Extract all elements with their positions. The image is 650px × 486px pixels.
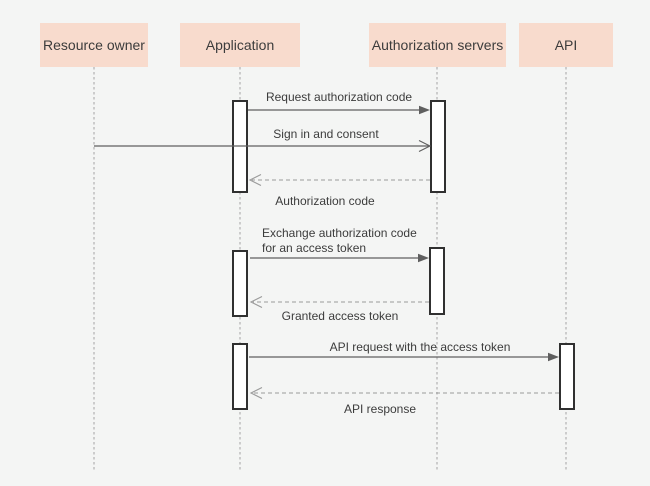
message-label-exchange-authorization-code: Exchange authorization code for an acces… [262, 226, 442, 255]
actor-resource-owner: Resource owner [40, 23, 148, 67]
message-label-api-response: API response [343, 402, 417, 416]
activation-bar-authorization-servers-2 [429, 247, 445, 315]
activation-bar-application-3 [232, 343, 248, 410]
actor-label: Authorization servers [371, 36, 504, 53]
message-label-line-2: for an access token [262, 240, 367, 255]
arrowhead-api-response [249, 387, 263, 399]
arrowhead-request-authorization-code [419, 105, 430, 115]
message-label-sign-in-and-consent: Sign in and consent [273, 127, 379, 141]
arrowhead-api-request [548, 352, 559, 362]
activation-bar-application-1 [232, 100, 248, 193]
message-label-request-authorization-code: Request authorization code [265, 90, 413, 104]
activation-bar-api [559, 343, 575, 410]
arrowhead-authorization-code [248, 174, 262, 186]
arrowhead-granted-access-token [249, 296, 263, 308]
actor-label: Application [205, 36, 275, 53]
arrowhead-sign-in-and-consent [418, 140, 432, 152]
message-label-granted-access-token: Granted access token [281, 309, 399, 323]
actor-authorization-servers: Authorization servers [369, 23, 506, 67]
message-label-api-request: API request with the access token [329, 340, 511, 354]
actor-api: API [519, 23, 613, 67]
message-label-authorization-code: Authorization code [275, 194, 375, 208]
actor-label: Resource owner [43, 36, 145, 53]
activation-bar-authorization-servers-1 [430, 100, 446, 193]
actor-label: API [554, 36, 578, 53]
actor-application: Application [180, 23, 300, 67]
message-label-line-1: Exchange authorization code [262, 226, 417, 240]
activation-bar-application-2 [232, 250, 248, 317]
